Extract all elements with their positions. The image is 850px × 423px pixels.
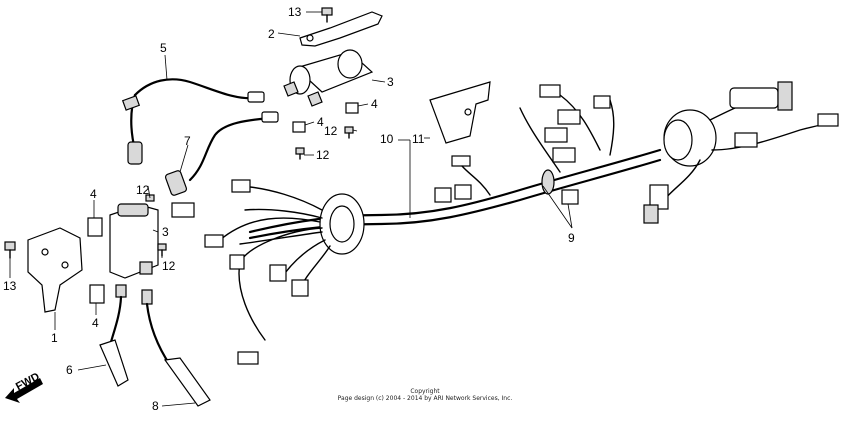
callout-6: 6 xyxy=(66,363,73,377)
copyright-line-2: Page design (c) 2004 - 2014 by ARI Netwo… xyxy=(338,395,513,402)
callout-12-mid: 12 xyxy=(316,148,330,162)
bolt-12-lower xyxy=(157,243,167,257)
spark-plug-lead-8 xyxy=(141,289,211,407)
callout-5: 5 xyxy=(160,41,167,55)
callout-13-top: 13 xyxy=(288,5,302,19)
clamp-upper-left xyxy=(292,121,306,133)
coil-bracket xyxy=(27,227,83,313)
callout-4-mid: 4 xyxy=(317,115,324,129)
callout-12-coil: 12 xyxy=(136,183,150,197)
leader-lines xyxy=(9,11,573,407)
callout-8: 8 xyxy=(152,399,159,413)
spark-plug-lead-5 xyxy=(121,78,265,165)
callout-13-lower: 13 xyxy=(3,279,17,293)
callout-2: 2 xyxy=(268,27,275,41)
forward-arrow xyxy=(5,378,43,403)
bolt-13-lower xyxy=(4,241,16,259)
callout-12-upper: 12 xyxy=(324,124,338,138)
bolt-12-mid xyxy=(295,147,305,160)
clamp-lower-upper xyxy=(87,217,103,237)
main-wire-harness xyxy=(171,81,839,365)
callout-7: 7 xyxy=(184,134,191,148)
callout-labels: 13 2 5 3 4 4 12 12 7 10 11 12 4 3 12 9 1… xyxy=(3,5,575,413)
ignition-coil-lower xyxy=(109,203,159,279)
ignition-coil-upper xyxy=(283,49,374,107)
clamp-lower-lower xyxy=(89,284,105,304)
callout-4-lower-upper: 4 xyxy=(90,187,97,201)
callout-10: 10 xyxy=(380,132,394,146)
clamp-upper-right xyxy=(345,102,359,114)
copyright-line-1: Copyright xyxy=(410,388,440,395)
callout-3-upper: 3 xyxy=(387,75,394,89)
callout-11: 11 xyxy=(412,132,425,146)
mounting-plate xyxy=(429,81,491,144)
callout-9: 9 xyxy=(568,231,575,245)
callout-4-lower-lower: 4 xyxy=(92,316,99,330)
top-bracket xyxy=(299,11,383,47)
callout-1: 1 xyxy=(51,331,58,345)
bolt-12-upper xyxy=(344,126,354,139)
callout-3-lower: 3 xyxy=(162,225,169,239)
callout-4-upper: 4 xyxy=(371,97,378,111)
callout-12-lower: 12 xyxy=(162,259,176,273)
spark-plug-lead-7 xyxy=(164,111,279,196)
bolt-top xyxy=(321,7,333,23)
spark-plug-lead-6 xyxy=(99,284,129,387)
